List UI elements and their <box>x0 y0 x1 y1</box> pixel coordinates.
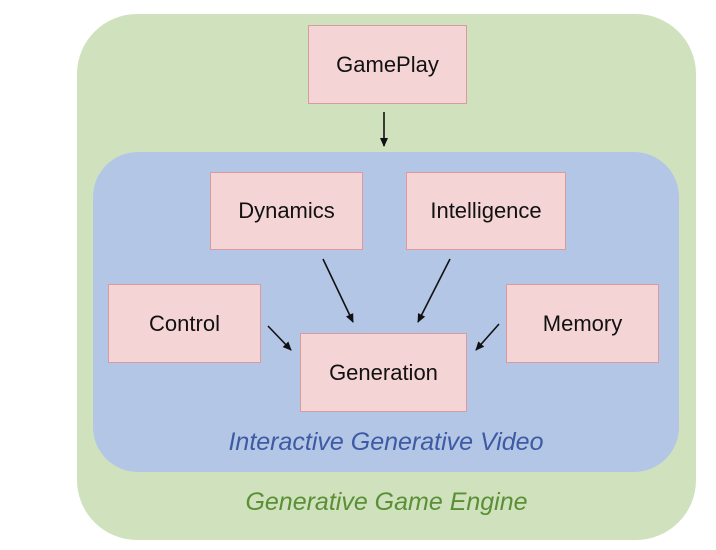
memory-box: Memory <box>506 284 659 363</box>
outer-caption: Generative Game Engine <box>245 488 528 516</box>
memory-label: Memory <box>542 310 623 336</box>
control-label: Control <box>149 310 220 336</box>
dynamics-label: Dynamics <box>238 198 335 223</box>
gameplay-label: GamePlay <box>336 51 439 77</box>
generation-label: Generation <box>329 359 438 385</box>
generation-box: Generation <box>300 333 467 412</box>
dynamics-box: Dynamics <box>210 172 363 250</box>
intelligence-box: Intelligence <box>406 172 566 250</box>
intelligence-label: Intelligence <box>430 198 542 223</box>
gameplay-box: GamePlay <box>308 25 467 104</box>
inner-caption: Interactive Generative Video <box>228 428 544 456</box>
control-box: Control <box>108 284 261 363</box>
